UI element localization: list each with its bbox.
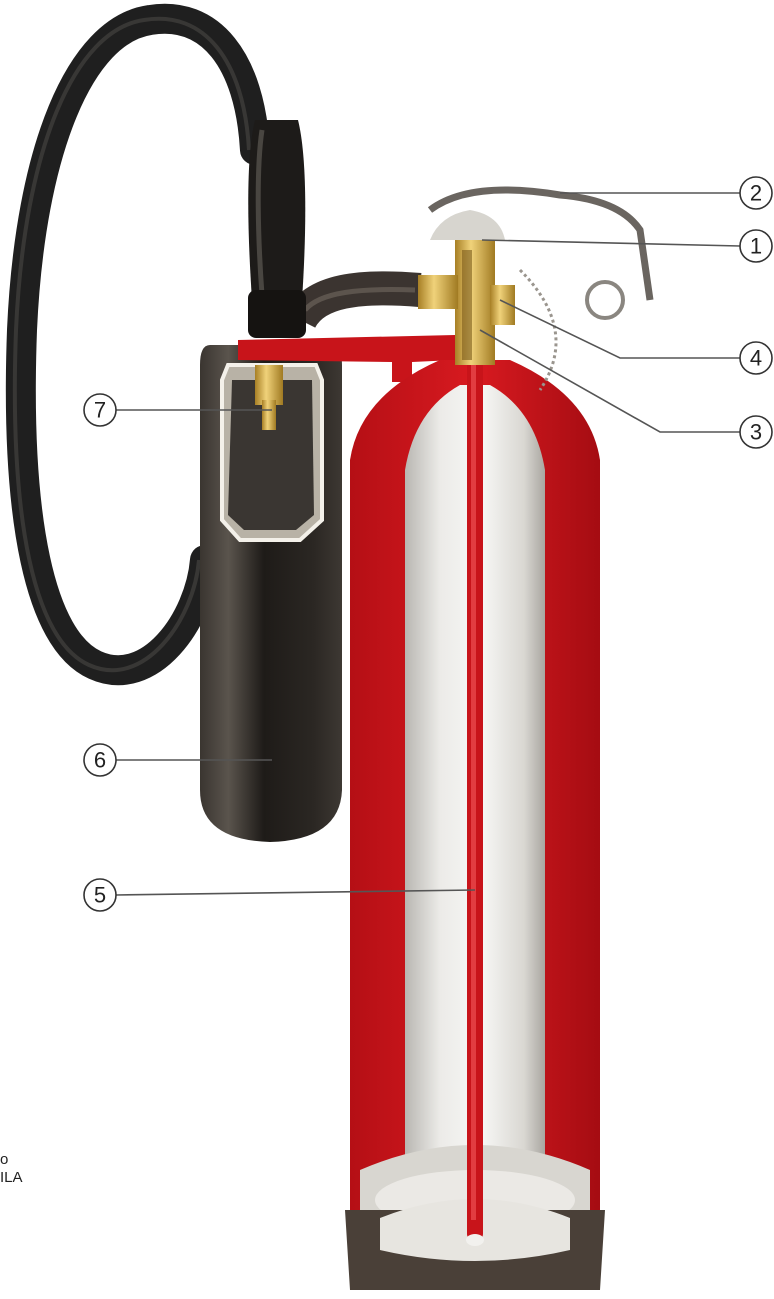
callout-6-number: 6	[94, 748, 106, 773]
leader-1	[482, 240, 740, 246]
callout-3: 3	[740, 416, 772, 448]
callout-4: 4	[740, 342, 772, 374]
cropped-edge-text-line-2: ILA	[0, 1170, 23, 1186]
callout-5-number: 5	[94, 883, 106, 908]
callout-2-number: 2	[750, 181, 762, 206]
callout-6: 6	[84, 744, 116, 776]
callout-7: 7	[84, 394, 116, 426]
discharge-horn	[200, 345, 342, 842]
horn-handle	[248, 120, 306, 338]
callout-5: 5	[84, 879, 116, 911]
callout-1: 1	[740, 230, 772, 262]
callout-4-number: 4	[750, 346, 762, 371]
callout-3-number: 3	[750, 420, 762, 445]
callout-7-number: 7	[94, 398, 106, 423]
cropped-edge-text-line-1: o	[0, 1152, 8, 1168]
callout-2: 2	[740, 177, 772, 209]
callout-1-number: 1	[750, 234, 762, 259]
siphon-tube	[466, 360, 484, 1246]
